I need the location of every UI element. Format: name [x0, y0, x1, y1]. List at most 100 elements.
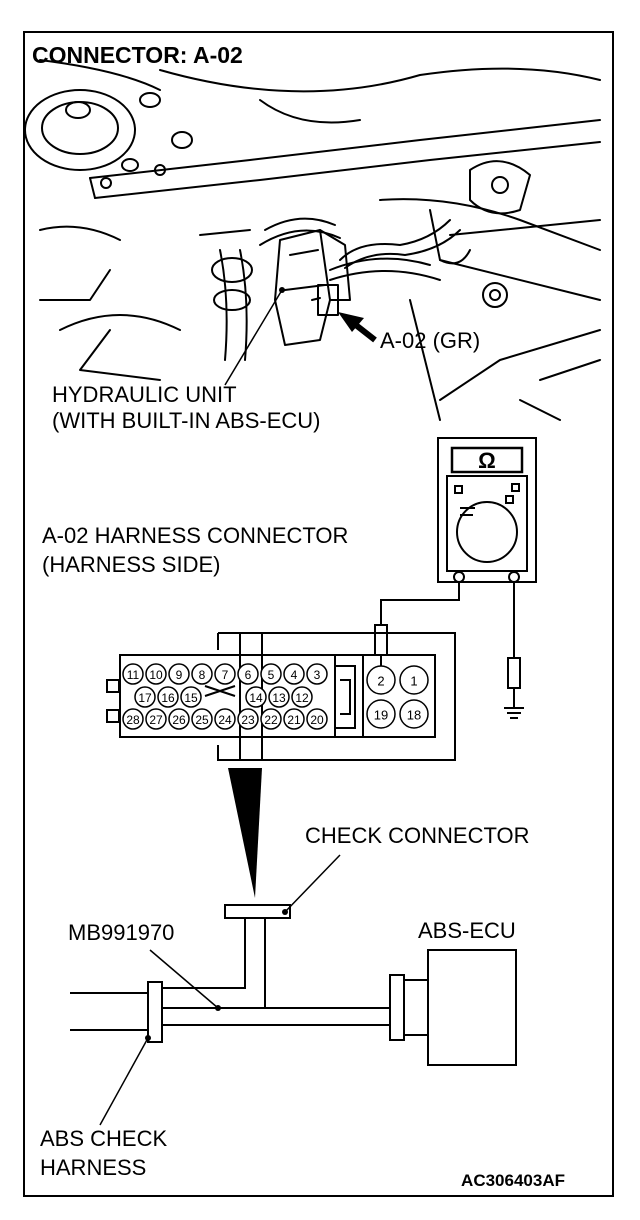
check-harness-leader-dot	[145, 1035, 151, 1041]
connector-pin: 4	[283, 663, 305, 685]
pin-number: 6	[245, 668, 252, 682]
pin-number: 2	[377, 674, 384, 689]
pin-number: 9	[176, 668, 183, 682]
pin-circle	[214, 663, 236, 685]
pin-number: 28	[126, 713, 140, 727]
connector-pin: 21	[283, 708, 305, 730]
pin-number: 17	[138, 691, 152, 705]
connector-pin: 23	[237, 708, 259, 730]
pin-circle	[291, 686, 313, 708]
tool-leader-dot	[215, 1005, 221, 1011]
connector-pin: 9	[168, 663, 190, 685]
connector-pin: 17	[134, 686, 156, 708]
connector-pin: 27	[145, 708, 167, 730]
pin-number: 11	[127, 668, 140, 682]
connector-pin: 25	[191, 708, 213, 730]
pin-circle	[268, 686, 290, 708]
pin-number: 12	[295, 691, 309, 705]
pin-number: 1	[410, 674, 417, 689]
pin-circle	[366, 699, 396, 729]
pin-circle	[214, 708, 236, 730]
pin-circle	[122, 663, 144, 685]
pin-number: 22	[264, 713, 278, 727]
pin-number: 5	[268, 668, 275, 682]
connector-pin: 12	[291, 686, 313, 708]
connector-pin: 16	[157, 686, 179, 708]
connector-pin: 15	[180, 686, 202, 708]
check-harness-leader	[99, 1037, 149, 1126]
abs-ecu-label: ABS-ECU	[418, 918, 516, 943]
pin-number: 19	[374, 708, 388, 723]
pin-circle	[399, 699, 429, 729]
pin-number: 24	[218, 713, 232, 727]
pin-number: 23	[241, 713, 255, 727]
pin-circle	[180, 686, 202, 708]
pin-circle	[157, 686, 179, 708]
pin-number: 20	[310, 713, 324, 727]
connector-pin: 10	[145, 663, 167, 685]
pin-number: 15	[184, 691, 198, 705]
engine-bay-illustration	[24, 59, 601, 421]
hydraulic-unit-label-1: HYDRAULIC UNIT	[52, 382, 237, 407]
connector-pin: 3	[306, 663, 328, 685]
connector-pin: 2	[366, 665, 396, 695]
probe-leads	[374, 582, 524, 719]
pin-circle	[260, 708, 282, 730]
connector-pin: 22	[260, 708, 282, 730]
pin-number: 8	[199, 668, 206, 682]
connector-id-label: A-02 (GR)	[380, 328, 480, 353]
pin-circle	[122, 708, 144, 730]
pin-circle	[260, 663, 282, 685]
pin-number: 13	[272, 691, 286, 705]
check-connector-label: CHECK CONNECTOR	[305, 823, 530, 848]
view-wedge	[228, 768, 262, 898]
connector-pin: 7	[214, 663, 236, 685]
abs-check-harness-label-1: ABS CHECK	[40, 1126, 167, 1151]
connector-pin: 18	[399, 699, 429, 729]
pin-circle	[237, 663, 259, 685]
connector-pin: 8	[191, 663, 213, 685]
connector-pin: 6	[237, 663, 259, 685]
pin-number: 3	[314, 668, 321, 682]
connector-pin: 11	[122, 663, 144, 685]
pin-circle	[191, 663, 213, 685]
pin-circle	[168, 708, 190, 730]
pin-circle	[145, 663, 167, 685]
tool-number-label: MB991970	[68, 920, 174, 945]
pin-circle	[237, 708, 259, 730]
connector-pin: 28	[122, 708, 144, 730]
page-title: CONNECTOR: A-02	[32, 42, 243, 68]
check-connector	[224, 904, 291, 919]
pin-number: 26	[172, 713, 186, 727]
connector-pin: 1	[399, 665, 429, 695]
check-connector-leader	[284, 854, 341, 913]
figure-border	[23, 31, 614, 1197]
arrow-a02	[338, 312, 377, 343]
hydraulic-unit-leader-dot	[279, 287, 285, 293]
pin-circle	[245, 686, 267, 708]
figure-code: AC306403AF	[461, 1171, 565, 1190]
pin-circle	[306, 708, 328, 730]
harness-connector-label-2: (HARNESS SIDE)	[42, 552, 220, 577]
connector-pin: 13	[268, 686, 290, 708]
pin-circle	[191, 708, 213, 730]
pin-circle	[366, 665, 396, 695]
connector-pin: 14	[245, 686, 267, 708]
pin-number: 18	[407, 708, 421, 723]
harness-connector-label-1: A-02 HARNESS CONNECTOR	[42, 523, 348, 548]
pin-number: 25	[195, 713, 209, 727]
connector-pin: 20	[306, 708, 328, 730]
pin-circle	[168, 663, 190, 685]
check-connector-leader-dot	[282, 909, 288, 915]
pin-circle	[306, 663, 328, 685]
pin-number: 10	[149, 668, 163, 682]
pin-number: 21	[287, 713, 301, 727]
pin-circle	[145, 708, 167, 730]
tool-leader	[149, 949, 219, 1009]
pin-circle	[283, 663, 305, 685]
pin-number: 16	[161, 691, 175, 705]
pin-circle	[283, 708, 305, 730]
pin-number: 7	[222, 668, 229, 682]
